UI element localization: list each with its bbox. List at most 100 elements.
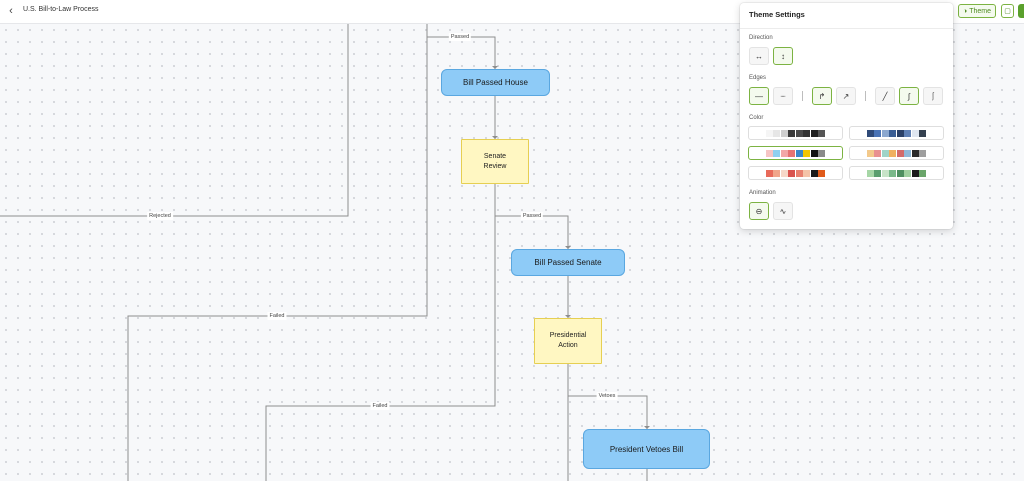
node-bill-passed-senate[interactable]: Bill Passed Senate	[511, 249, 625, 276]
color-label: Color	[749, 115, 764, 121]
color-swatch	[810, 129, 818, 137]
edge-label-passed[interactable]: Passed	[448, 33, 472, 41]
color-swatch	[866, 149, 874, 157]
color-palette-option[interactable]	[748, 126, 843, 140]
color-swatch	[919, 129, 927, 137]
chevron-left-icon[interactable]: ‹	[9, 5, 13, 17]
node-bill-passed-house[interactable]: Bill Passed House	[441, 69, 550, 96]
color-swatch	[896, 149, 904, 157]
color-swatch	[765, 149, 773, 157]
arrowhead-passed-senate	[565, 246, 571, 249]
color-swatch	[889, 169, 897, 177]
node-label: Bill Passed Senate	[534, 258, 602, 267]
color-swatch	[773, 169, 781, 177]
color-swatch	[803, 129, 811, 137]
edge-label-failed[interactable]: Failed	[267, 312, 287, 320]
step-curve-icon[interactable]: ↱	[812, 87, 832, 105]
color-palette-option[interactable]	[849, 146, 944, 160]
edges-label: Edges	[749, 75, 767, 81]
palette-icon: ◑	[962, 7, 968, 15]
color-swatch	[904, 169, 912, 177]
comment-icon[interactable]: ▢	[1001, 4, 1014, 18]
smooth-curve-icon[interactable]: ↗	[836, 87, 856, 105]
node-label: Senate Review	[483, 152, 507, 170]
edge-options-separator	[865, 91, 866, 101]
color-swatch	[919, 149, 927, 157]
color-swatch	[773, 149, 781, 157]
animation-label: Animation	[749, 190, 776, 196]
panel-divider	[740, 28, 953, 29]
color-swatch	[874, 169, 882, 177]
color-swatch	[866, 169, 874, 177]
color-swatch	[911, 169, 919, 177]
theme-button[interactable]: ◑ Theme	[958, 4, 996, 18]
arrowhead-presidential	[565, 315, 571, 318]
edge-label-vetoes[interactable]: Vetoes	[596, 392, 618, 400]
color-swatch	[818, 169, 826, 177]
color-palette-option[interactable]	[849, 126, 944, 140]
solid-line-icon[interactable]: —	[749, 87, 769, 105]
color-swatch	[780, 149, 788, 157]
pulse-animation-icon[interactable]: ∿	[773, 202, 793, 220]
color-swatch	[810, 169, 818, 177]
color-palette-option[interactable]	[849, 166, 944, 180]
color-swatch	[788, 169, 796, 177]
dashed-line-icon[interactable]: ┈	[773, 87, 793, 105]
color-swatch	[780, 129, 788, 137]
step-line-icon[interactable]: ⎰	[923, 87, 943, 105]
vertical-arrows-icon[interactable]: ↕	[773, 47, 793, 65]
color-swatch	[904, 129, 912, 137]
arrowhead-veto	[644, 426, 650, 429]
edge-label-passed[interactable]: Passed	[520, 212, 544, 220]
color-swatch	[881, 169, 889, 177]
color-swatch	[911, 149, 919, 157]
straight-diagonal-icon[interactable]: ╱	[875, 87, 895, 105]
edge-senate-failed	[265, 184, 496, 481]
color-swatch	[765, 129, 773, 137]
horizontal-arrows-icon[interactable]: ↔	[749, 47, 769, 65]
node-label: President Vetoes Bill	[609, 444, 684, 454]
edge-label-failed[interactable]: Failed	[370, 402, 390, 410]
color-swatch	[795, 129, 803, 137]
node-president-vetoes-bill[interactable]: President Vetoes Bill	[583, 429, 710, 469]
node-senate-review[interactable]: Senate Review	[461, 139, 529, 184]
node-presidential-action[interactable]: Presidential Action	[534, 318, 602, 364]
node-label: Bill Passed House	[463, 78, 528, 87]
edge-options-separator	[802, 91, 803, 101]
color-swatch	[803, 169, 811, 177]
edge-to-bill-passed-house	[426, 23, 496, 69]
share-button[interactable]	[1018, 4, 1024, 18]
edge-failed-outer	[127, 23, 428, 481]
color-swatch	[818, 129, 826, 137]
theme-settings-panel: Theme Settings Direction ↔ ↕ Edges — ┈ ↱…	[740, 3, 953, 229]
panel-title: Theme Settings	[749, 10, 805, 19]
color-swatch	[773, 129, 781, 137]
color-swatch	[765, 169, 773, 177]
no-animation-icon[interactable]: ⊖	[749, 202, 769, 220]
color-swatch	[896, 169, 904, 177]
arrowhead-senate-review	[492, 136, 498, 139]
direction-label: Direction	[749, 35, 773, 41]
node-label: Presidential Action	[549, 332, 587, 349]
color-swatch	[874, 129, 882, 137]
color-swatch	[818, 149, 826, 157]
color-swatch	[788, 129, 796, 137]
color-swatch	[889, 149, 897, 157]
color-swatch	[803, 149, 811, 157]
color-swatch	[866, 129, 874, 137]
color-swatch	[795, 169, 803, 177]
color-palette-option[interactable]	[748, 166, 843, 180]
theme-button-label: Theme	[969, 7, 992, 15]
arrowhead-house	[492, 66, 498, 69]
color-swatch	[874, 149, 882, 157]
color-swatch	[780, 169, 788, 177]
color-swatch	[810, 149, 818, 157]
color-palette-option[interactable]	[748, 146, 843, 160]
s-curve-icon[interactable]: ∫	[899, 87, 919, 105]
document-title: U.S. Bill-to-Law Process	[23, 6, 99, 13]
edge-label-rejected[interactable]: Rejected	[147, 212, 173, 220]
edge-rejected	[0, 23, 349, 217]
color-swatch	[881, 149, 889, 157]
color-swatch	[788, 149, 796, 157]
